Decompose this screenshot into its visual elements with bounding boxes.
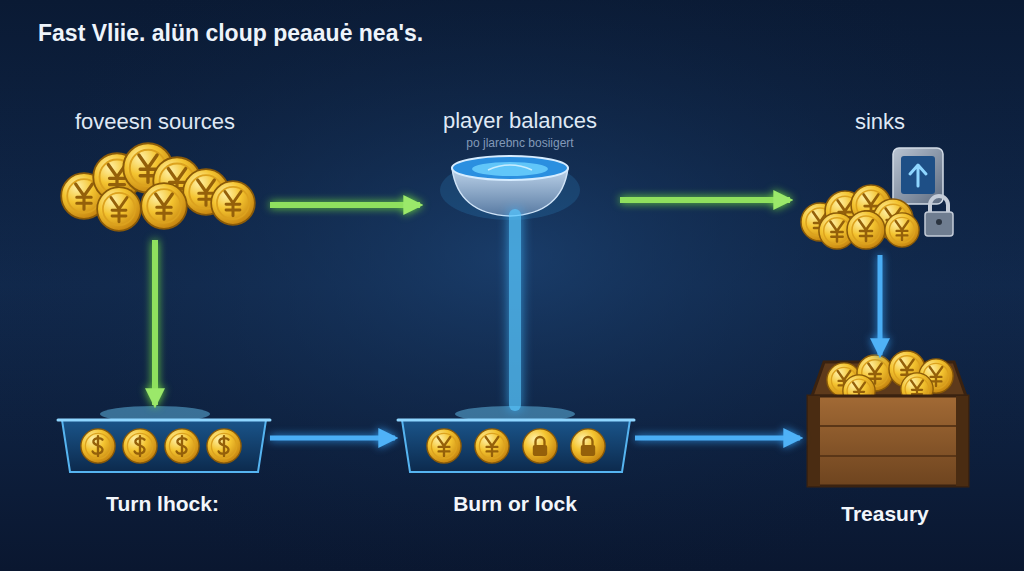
- diagram-title: Fast Vliie. alün cloup peaauė nea's.: [38, 20, 423, 47]
- treasury-chest: [808, 351, 968, 486]
- flow-arrow: [270, 436, 395, 441]
- flow-arrow: [152, 240, 158, 405]
- node-label: sinks: [855, 109, 905, 135]
- balance-bowl: [440, 156, 580, 220]
- flow-node: Treasury: [800, 355, 970, 530]
- flow-node: sinks: [790, 105, 970, 255]
- flow-arrow: [270, 202, 420, 208]
- flow-node: player balances po jlarebnc bosiigert: [420, 104, 620, 215]
- trough: [58, 406, 270, 472]
- trough: [398, 406, 634, 472]
- flow-arrow: [635, 436, 800, 441]
- node-label: Treasury: [841, 501, 929, 526]
- sink-vault: [801, 148, 953, 249]
- node-label: Burn or lock: [453, 491, 577, 516]
- flow-node: Turn lhock:: [55, 405, 270, 520]
- node-label: Turn lhock:: [106, 491, 219, 516]
- node-label: foveesn sources: [75, 109, 235, 135]
- flow-arrow: [620, 197, 790, 203]
- flow-stream: [509, 215, 521, 405]
- flow-arrow: [878, 255, 883, 355]
- coin-pile: [61, 143, 255, 231]
- node-subtitle: po jlarebnc bosiigert: [466, 136, 573, 150]
- node-label: player balances: [443, 108, 597, 134]
- flow-node: foveesn sources: [40, 105, 270, 240]
- flow-node: Burn or lock: [395, 405, 635, 520]
